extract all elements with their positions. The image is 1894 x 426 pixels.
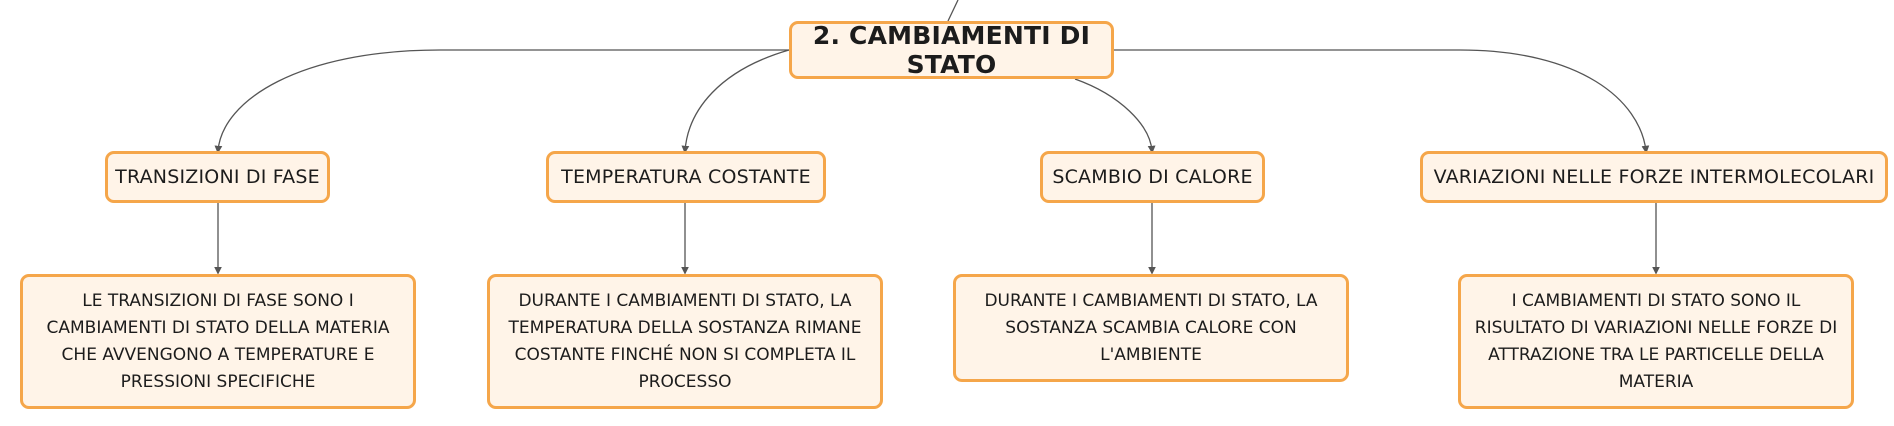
detail-node-text: LE TRANSIZIONI DI FASE SONO I CAMBIAMENT…	[46, 290, 390, 392]
branch-node-label: VARIAZIONI NELLE FORZE INTERMOLECOLARI	[1433, 166, 1875, 188]
connector-parent-to-root	[947, 0, 959, 22]
branch-node-label: TRANSIZIONI DI FASE	[115, 166, 320, 188]
branch-node-temperatura-costante[interactable]: TEMPERATURA COSTANTE	[546, 151, 826, 203]
connector-root-to-branch-1	[214, 49, 789, 154]
detail-node-temperatura-costante[interactable]: DURANTE I CAMBIAMENTI DI STATO, LA TEMPE…	[487, 274, 883, 409]
connector-root-to-branch-4	[1114, 49, 1650, 154]
detail-node-variazioni-forze[interactable]: I CAMBIAMENTI DI STATO SONO IL RISULTATO…	[1458, 274, 1854, 409]
branch-node-scambio-di-calore[interactable]: SCAMBIO DI CALORE	[1040, 151, 1265, 203]
connector-root-to-branch-2	[681, 49, 790, 154]
detail-node-text: I CAMBIAMENTI DI STATO SONO IL RISULTATO…	[1474, 290, 1838, 392]
detail-node-scambio-di-calore[interactable]: DURANTE I CAMBIAMENTI DI STATO, LA SOSTA…	[953, 274, 1349, 382]
root-node[interactable]: 2. CAMBIAMENTI DI STATO	[789, 21, 1114, 79]
detail-node-text: DURANTE I CAMBIAMENTI DI STATO, LA TEMPE…	[508, 290, 862, 392]
detail-node-text: DURANTE I CAMBIAMENTI DI STATO, LA SOSTA…	[984, 290, 1318, 365]
branch-node-transizioni-di-fase[interactable]: TRANSIZIONI DI FASE	[105, 151, 330, 203]
connector-root-to-branch-3	[1074, 78, 1156, 154]
branch-node-variazioni-forze[interactable]: VARIAZIONI NELLE FORZE INTERMOLECOLARI	[1420, 151, 1888, 203]
branch-node-label: TEMPERATURA COSTANTE	[561, 166, 811, 188]
branch-node-label: SCAMBIO DI CALORE	[1052, 166, 1253, 188]
root-node-label: 2. CAMBIAMENTI DI STATO	[812, 21, 1091, 79]
detail-node-transizioni-di-fase[interactable]: LE TRANSIZIONI DI FASE SONO I CAMBIAMENT…	[20, 274, 416, 409]
